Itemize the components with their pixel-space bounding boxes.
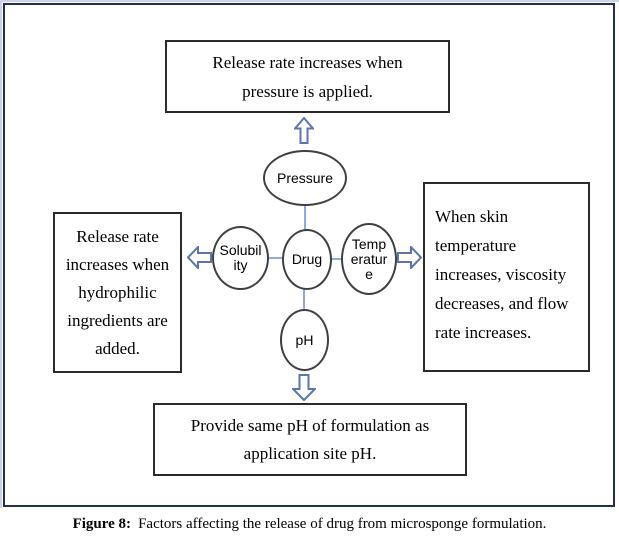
connector-solubility-drug [266, 257, 284, 259]
arrow-right-icon [397, 246, 422, 269]
connector-drug-temperature [328, 258, 343, 260]
effect-text-temperature: When skin temperature increases, viscosi… [435, 207, 569, 342]
effect-box-solubility: Release rate increases when hydrophilic … [53, 212, 182, 373]
effect-text-pressure: Release rate increases when pressure is … [212, 52, 403, 101]
effect-box-pressure: Release rate increases when pressure is … [165, 40, 450, 113]
node-temperature-label: Temp eratur e [350, 235, 388, 282]
connector-drug-ph [303, 287, 305, 311]
node-solubility-label: Solubil ity [219, 242, 262, 273]
node-ph: pH [280, 309, 329, 371]
effect-box-temperature: When skin temperature increases, viscosi… [423, 182, 590, 372]
figure-caption: Figure 8: Factors affecting the release o… [0, 514, 619, 534]
node-ph-label: pH [295, 331, 314, 348]
arrow-down-icon [292, 374, 316, 401]
node-drug-label: Drug [291, 251, 323, 267]
effect-text-ph: Provide same pH of formulation as applic… [190, 415, 430, 463]
arrow-up-icon [294, 117, 314, 144]
page-edge-left [0, 0, 2, 508]
effect-text-solubility: Release rate increases when hydrophilic … [65, 226, 170, 358]
arrow-left-icon [187, 246, 212, 269]
node-temperature: Temp eratur e [341, 223, 397, 295]
page-edge-top [0, 0, 619, 2]
node-drug: Drug [282, 229, 332, 290]
node-pressure-label: Pressure [276, 169, 334, 186]
node-solubility: Solubil ity [212, 226, 269, 290]
figure-caption-label: Figure 8: [72, 516, 132, 532]
connector-pressure-drug [304, 204, 306, 232]
node-pressure: Pressure [263, 150, 347, 206]
effect-box-ph: Provide same pH of formulation as applic… [153, 403, 467, 476]
figure-caption-text: Factors affecting the release of drug fr… [138, 516, 547, 532]
